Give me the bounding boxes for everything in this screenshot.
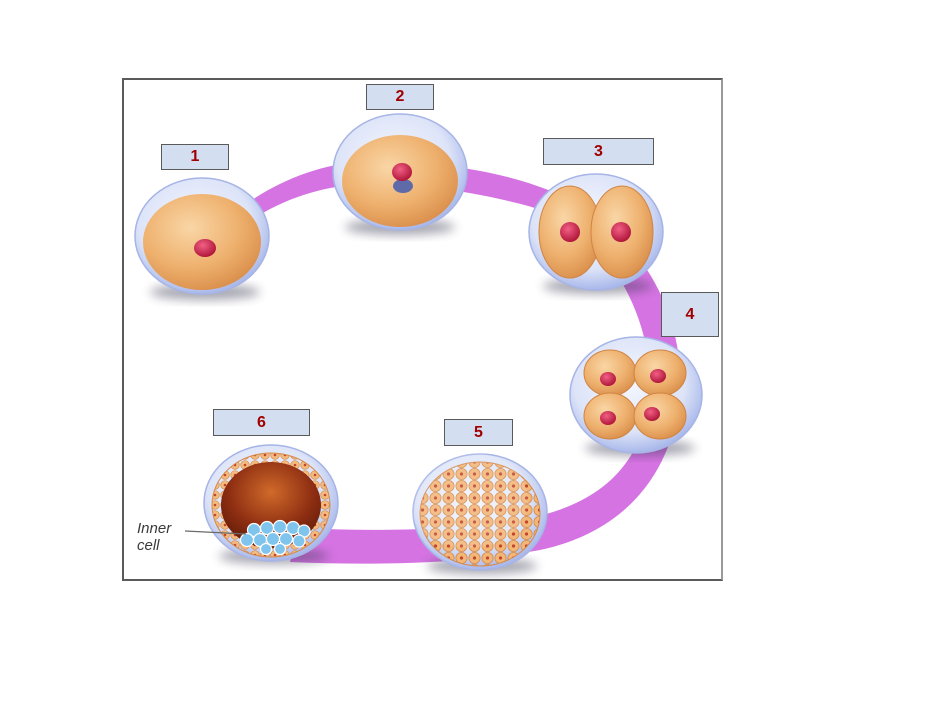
nucleus <box>560 222 580 242</box>
pronucleus-blue <box>393 179 413 193</box>
inner-cell-callout: Inner cell <box>137 520 171 554</box>
stage-1-zygote <box>134 177 270 300</box>
stage-5-morula <box>408 452 548 574</box>
callout-line-2: cell <box>137 537 160 554</box>
pronucleus-red <box>392 163 412 181</box>
callout-line <box>184 530 247 535</box>
stage-label-6: 6 <box>213 409 310 436</box>
stage-label-4: 4 <box>661 292 719 337</box>
stage-6-blastocyst <box>184 444 339 564</box>
stage-4-four-cell <box>569 336 703 456</box>
nucleus <box>611 222 631 242</box>
stage-2-fertilized-egg <box>332 113 468 235</box>
stage-3-two-cell <box>528 173 664 294</box>
inner-cell-mass <box>239 519 311 556</box>
callout-line-1: Inner <box>137 520 172 537</box>
stage-label-3: 3 <box>543 138 654 165</box>
stage-label-5: 5 <box>444 419 513 446</box>
nucleus <box>194 239 216 257</box>
stage-label-1: 1 <box>161 144 229 170</box>
stage-label-2: 2 <box>366 84 434 110</box>
